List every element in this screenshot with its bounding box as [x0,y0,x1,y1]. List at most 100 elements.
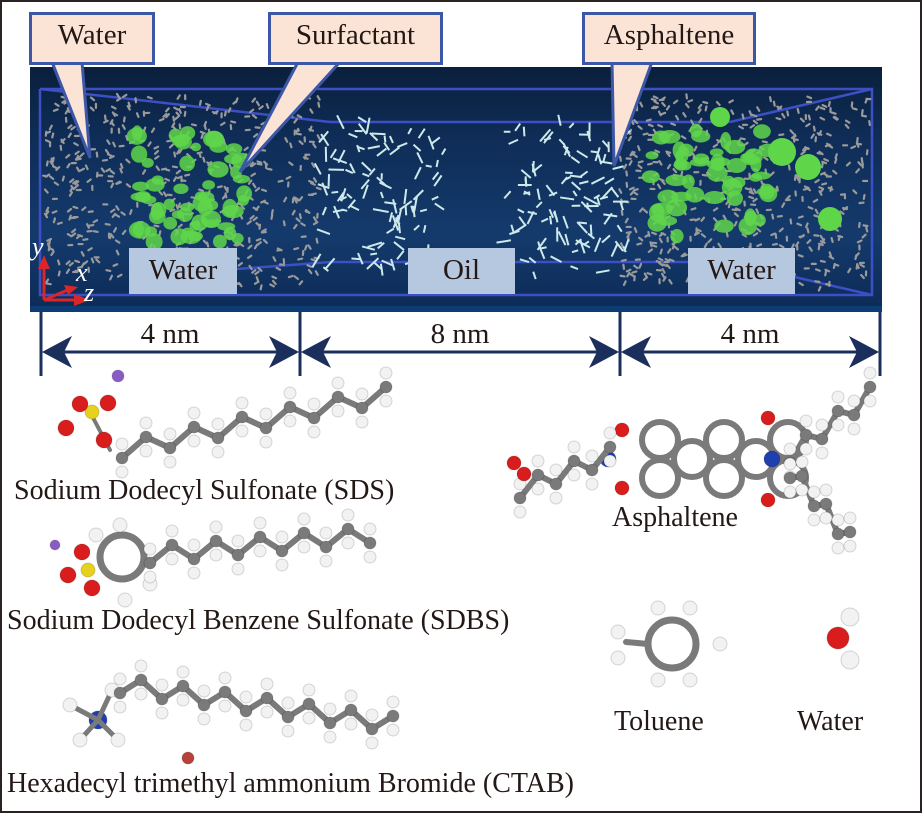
water-particle [88,223,95,227]
surfactant-blob [177,207,193,222]
water-particle [855,168,860,174]
water-particle [172,176,178,182]
water-particle [45,282,52,286]
water-particle [671,243,676,250]
water-particle [298,140,304,146]
water-particle [147,141,152,147]
water-particle [797,254,804,258]
water-particle [739,137,746,141]
oil-bond [431,171,440,181]
water-particle [109,208,116,213]
water-particle [224,192,228,199]
oil-bond [576,221,588,234]
hydrogen-atom [297,512,311,526]
water-particle [255,276,260,283]
water-particle [667,248,672,254]
oil-bond [369,132,379,142]
water-particle [665,105,671,111]
surfactant-blob [173,183,189,195]
hydrogen-atom [259,435,273,449]
oil-bond [381,259,393,267]
hydrogen-atom [165,552,179,566]
surfactant-blob [145,178,165,192]
hydrogen-atom [176,665,190,679]
carbon-atom [113,686,127,700]
water-particle [819,116,826,121]
water-particle [200,133,204,140]
hydrogen-atom [62,697,78,713]
hydrogen-atom [650,600,666,616]
water-particle [647,123,654,128]
water-particle [633,119,639,125]
water-particle [785,194,791,201]
water-particle [294,196,300,202]
hydrogen-atom [603,454,617,468]
water-particle [857,161,863,167]
water-particle [756,118,763,121]
oil-bond [346,193,353,200]
water-particle [752,232,759,237]
water-particle [851,107,858,111]
hydrogen-atom [139,416,153,430]
water-particle [738,125,744,130]
carbon-atom [603,440,617,454]
surfactant-blob [641,170,660,184]
water-particle [860,273,865,280]
water-particle [818,190,823,196]
water-particle [43,212,49,219]
oil-bond [383,142,391,151]
water-particle [789,129,795,135]
hydrogen-atom [549,491,563,505]
hydrogen-atom [585,477,599,491]
water-particle [306,264,313,268]
oil-bond [526,210,535,225]
water-particle [629,273,636,278]
water-particle [632,191,639,196]
oil-bond [441,148,447,156]
water-particle [271,279,277,286]
water-particle [46,242,51,249]
water-particle [818,130,823,136]
surfactant-blob [675,149,689,164]
water-particle [797,215,804,219]
water-particle [681,253,688,258]
water-particle [769,171,775,177]
hydrogen-atom [134,659,148,673]
water-particle [52,108,59,112]
water-particle [178,123,182,130]
sodium-atom [111,369,125,383]
water-particle [57,270,61,277]
water-particle [860,157,864,164]
water-particle [793,174,797,181]
oil-bond [384,201,397,205]
water-particle [243,146,249,152]
water-particle [251,268,257,274]
oil-bond [321,182,329,196]
oil-bond [579,238,586,254]
oil-bond [532,271,537,280]
carbon-atom [783,471,797,485]
water-particle [308,179,314,184]
hydrogen-atom [363,550,377,564]
caption-water: Water [797,706,864,737]
water-particle [249,108,255,114]
carbon-atom [259,421,273,435]
surfactant-blob [190,142,201,152]
water-particle [77,233,84,238]
water-particle [154,155,160,160]
water-particle [119,167,123,174]
water-particle [632,153,638,158]
surfactant-blob [795,154,821,180]
water-particle [202,239,208,245]
water-particle [270,213,274,220]
water-particle [70,232,77,238]
water-particle [235,243,242,247]
water-particle [45,160,49,167]
surfactant-blob [163,216,178,230]
hydrogen-atom [187,434,201,448]
water-particle [653,100,659,105]
surfactant-blob [689,123,703,138]
water-particle [112,141,117,148]
callout-water: Water [29,12,155,65]
carbon-atom [302,697,316,711]
